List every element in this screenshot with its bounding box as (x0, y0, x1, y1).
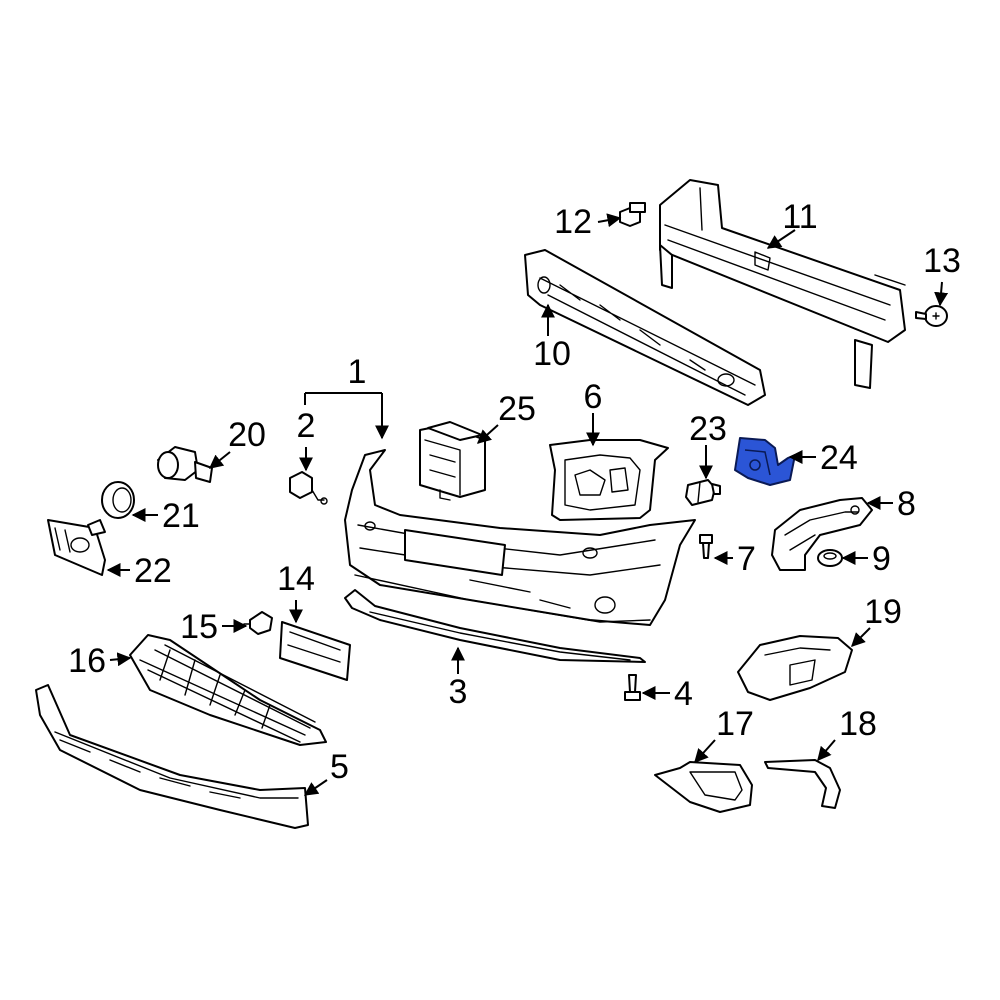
part-7-screw[interactable] (699, 534, 713, 559)
callout-23: 23 (689, 410, 727, 448)
part-21-sensor-ring[interactable] (101, 481, 135, 519)
part-15-clip[interactable] (243, 611, 273, 635)
part-5-spoiler[interactable] (35, 684, 309, 829)
part-6-bracket[interactable] (549, 439, 669, 521)
callout-24: 24 (820, 439, 858, 477)
callout-16: 16 (68, 642, 106, 680)
part-11-reinforcement-beam[interactable] (659, 179, 906, 389)
callout-21: 21 (162, 497, 200, 535)
part-10-energy-absorber[interactable] (524, 249, 766, 406)
callout-20: 20 (228, 416, 266, 454)
part-23-sensor[interactable] (685, 479, 721, 506)
callout-5: 5 (330, 748, 349, 786)
leader-lines (106, 213, 949, 796)
part-19-air-guide[interactable] (737, 635, 853, 701)
part-2-cap[interactable] (289, 471, 328, 505)
part-25-module[interactable] (419, 421, 486, 501)
callout-4: 4 (674, 675, 693, 713)
callout-14: 14 (277, 560, 315, 598)
callout-22: 22 (134, 552, 172, 590)
callout-15: 15 (180, 608, 218, 646)
callout-2: 2 (297, 407, 316, 445)
callout-10: 10 (533, 335, 571, 373)
part-8-guide-bracket[interactable] (771, 497, 873, 571)
part-4-screw[interactable] (624, 674, 641, 701)
part-16-grille[interactable] (129, 634, 327, 746)
part-1-bumper-cover[interactable] (344, 449, 696, 626)
callout-19: 19 (864, 593, 902, 631)
callout-3: 3 (449, 673, 468, 711)
callout-17: 17 (716, 705, 754, 743)
part-20-parking-sensor[interactable] (157, 446, 213, 483)
part-22-sensor-bracket[interactable] (47, 519, 106, 576)
callout-8: 8 (897, 485, 916, 523)
part-14-plate-bracket[interactable] (279, 621, 351, 681)
callout-labels: 1 2 3 4 5 6 7 8 9 10 11 12 13 14 15 16 1… (68, 198, 961, 786)
callout-13: 13 (923, 242, 961, 280)
callout-12: 12 (554, 203, 592, 241)
part-24-bracket-highlighted[interactable] (734, 437, 796, 486)
callout-7: 7 (737, 540, 756, 578)
part-18-trim-strip[interactable] (764, 759, 841, 809)
part-3-molding[interactable] (344, 589, 646, 663)
callout-1: 1 (348, 353, 367, 391)
callout-9: 9 (872, 540, 891, 578)
part-17-bezel[interactable] (654, 761, 753, 813)
callout-25: 25 (498, 390, 536, 428)
part-9-grommet[interactable] (817, 549, 843, 567)
callout-6: 6 (584, 378, 603, 416)
callout-11: 11 (782, 198, 817, 236)
callout-18: 18 (839, 705, 877, 743)
part-13-push-clip[interactable] (915, 305, 948, 327)
part-12-bolt[interactable] (619, 202, 646, 227)
